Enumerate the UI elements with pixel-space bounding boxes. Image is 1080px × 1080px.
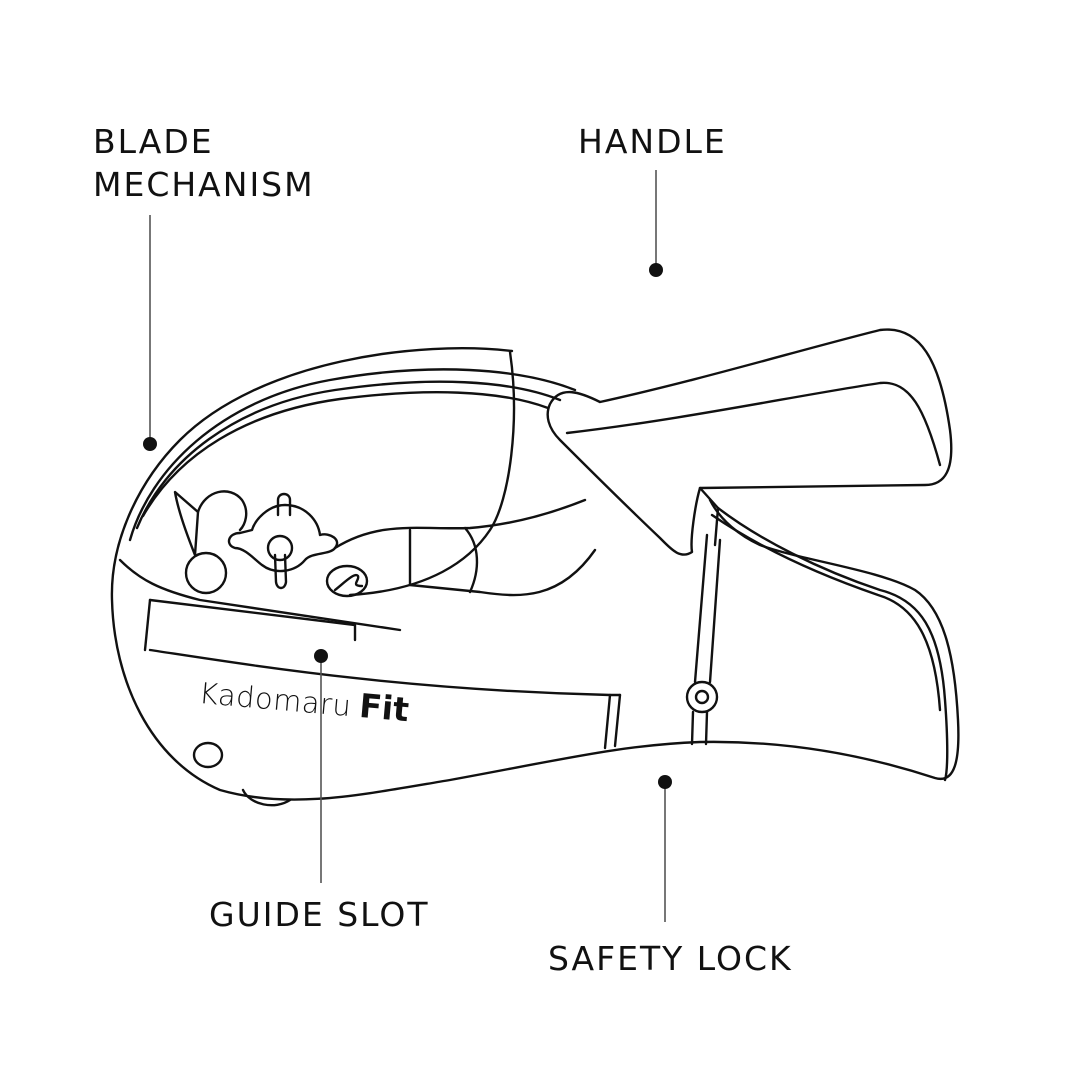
blade-pin-bottom xyxy=(273,553,288,590)
body-upper-lid-inner2 xyxy=(141,391,550,518)
logo-emblem xyxy=(325,564,369,598)
label-blade-mechanism-line2: MECHANISM xyxy=(93,165,315,204)
safety-lock-bar-lower xyxy=(690,710,709,746)
cover-ripple xyxy=(333,498,587,550)
dot-blade-mechanism xyxy=(143,437,157,451)
side-button xyxy=(192,741,224,769)
label-handle: HANDLE xyxy=(578,122,727,161)
label-guide-slot: GUIDE SLOT xyxy=(209,895,430,934)
cover-inner xyxy=(118,558,402,632)
safety-lock-bar xyxy=(693,533,722,684)
blade-roller xyxy=(184,551,228,595)
handle-inner xyxy=(565,381,942,467)
guide-slot-bottom xyxy=(148,648,622,697)
dot-guide-slot xyxy=(314,649,328,663)
blade xyxy=(173,490,200,557)
base-rim xyxy=(716,506,949,782)
cover-ripple-2 xyxy=(408,528,597,597)
cover-edge xyxy=(348,350,516,597)
blade-pin-top xyxy=(276,492,292,517)
foot xyxy=(241,788,292,807)
body-upper-lid-inner xyxy=(135,380,562,530)
cover-ripple-3 xyxy=(463,526,479,594)
dot-safety-lock xyxy=(658,775,672,789)
brand-model: Fit xyxy=(357,686,411,730)
blade-arch xyxy=(196,490,248,532)
guide-slot-top xyxy=(148,598,357,642)
guide-slot-side xyxy=(143,598,152,652)
label-blade-mechanism: BLADE MECHANISM xyxy=(93,120,315,206)
safety-lock-knob xyxy=(685,680,719,714)
logo-emblem-glyph xyxy=(333,573,364,592)
base-rim-inner xyxy=(710,513,942,712)
blade-gear xyxy=(227,503,339,573)
slot-side-right xyxy=(603,693,622,750)
handle-outline xyxy=(546,328,953,556)
label-blade-mechanism-line1: BLADE xyxy=(93,122,214,161)
blade-pivot xyxy=(266,534,294,562)
dot-handle xyxy=(649,263,663,277)
body-outer-shell xyxy=(110,347,960,801)
label-safety-lock: SAFETY LOCK xyxy=(548,939,793,978)
safety-lock-knob-center xyxy=(694,689,710,705)
